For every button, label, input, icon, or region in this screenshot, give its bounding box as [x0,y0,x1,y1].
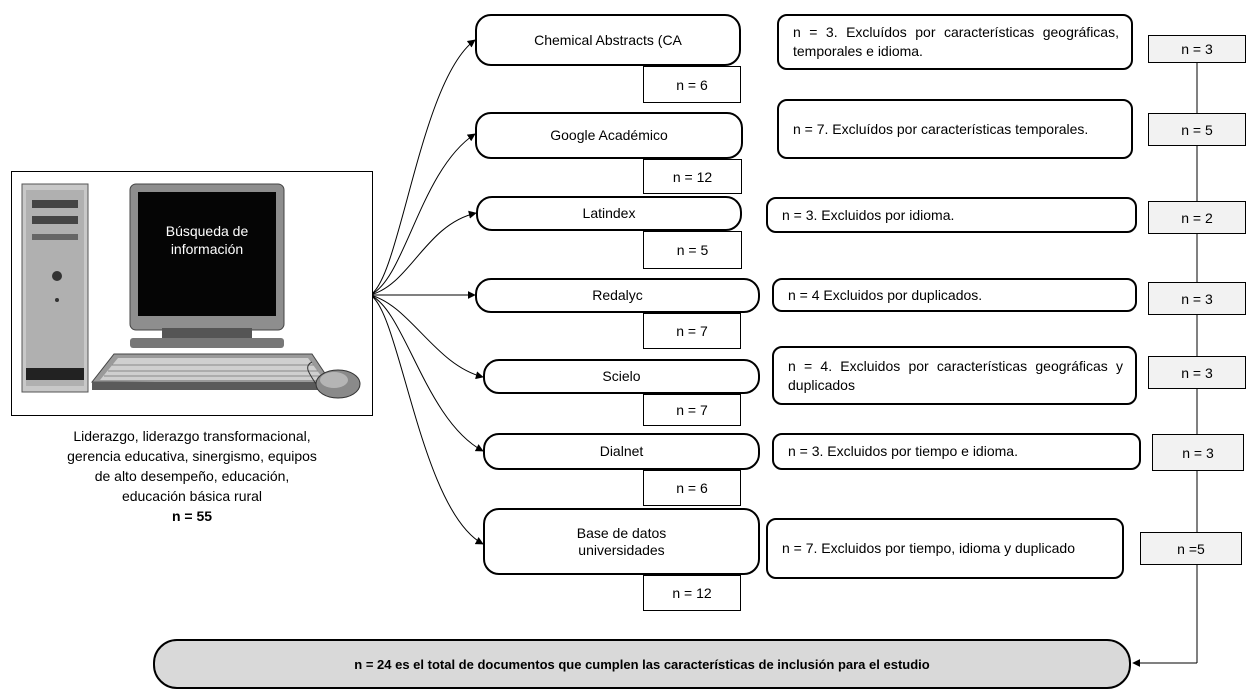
keywords-caption: Liderazgo, liderazgo transformacional, g… [16,426,368,526]
retrieved-count-latindex: n = 5 [643,231,742,269]
database-box-latindex: Latindex [476,196,742,231]
retrieved-count-redalyc: n = 7 [643,313,741,349]
included-count-base-de-datos-universidades: n =5 [1140,532,1242,565]
monitor-text-line-1: Búsqueda de [165,223,249,239]
retrieved-count-base-de-datos-universidades: n = 12 [643,575,741,611]
database-box-scielo: Scielo [483,359,760,394]
retrieved-count-chemical-abstracts: n = 6 [643,66,741,103]
keywords-line-1: Liderazgo, liderazgo transformacional, [73,428,311,444]
database-box-chemical-abstracts: Chemical Abstracts (CA [475,14,741,66]
exclusion-box-latindex: n = 3. Excluidos por idioma. [766,197,1137,233]
included-count-chemical-abstracts: n = 3 [1148,35,1246,63]
arrow-to-base-de-datos [369,294,484,545]
database-box-base-de-datos-universidades: Base de datos universidades [483,508,760,575]
keywords-line-4: educación básica rural [121,488,263,504]
retrieved-count-dialnet: n = 6 [643,470,741,506]
retrieved-count-scielo: n = 7 [643,394,741,426]
included-count-latindex: n = 2 [1148,201,1246,234]
monitor-screen-text: Búsqueda de información [138,222,276,258]
retrieved-count-google-academico: n = 12 [643,159,742,194]
included-count-redalyc: n = 3 [1148,282,1246,315]
exclusion-box-scielo: n = 4. Excluidos por características geo… [772,346,1137,405]
arrow-to-chemical-abstracts [369,39,476,296]
final-total-box: n = 24 es el total de documentos que cum… [153,639,1131,689]
computer-icon [21,183,361,399]
exclusion-box-google-academico: n = 7. Excluídos por características tem… [777,99,1133,159]
keywords-line-3: de alto desempeño, educación, [94,468,290,484]
database-box-dialnet: Dialnet [483,433,760,470]
included-count-scielo: n = 3 [1148,356,1246,389]
search-info-box: Búsqueda de información [11,171,373,416]
arrow-to-dialnet [369,294,484,452]
monitor-text-line-2: información [170,241,244,257]
included-count-dialnet: n = 3 [1152,434,1244,471]
exclusion-box-base-de-datos-universidades: n = 7. Excluidos por tiempo, idioma y du… [766,518,1124,579]
exclusion-box-redalyc: n = 4 Excluidos por duplicados. [772,278,1137,312]
keywords-line-2: gerencia educativa, sinergismo, equipos [67,448,317,464]
exclusion-box-chemical-abstracts: n = 3. Excluídos por características geo… [777,14,1133,70]
search-total: n = 55 [171,508,213,524]
arrow-to-scielo [369,294,484,380]
included-count-google-academico: n = 5 [1148,113,1246,146]
database-box-redalyc: Redalyc [475,278,760,313]
arrow-to-latindex [369,210,477,296]
exclusion-box-dialnet: n = 3. Excluidos por tiempo e idioma. [772,433,1141,470]
database-box-google-academico: Google Académico [475,112,743,159]
arrow-to-google-academico [369,133,476,296]
